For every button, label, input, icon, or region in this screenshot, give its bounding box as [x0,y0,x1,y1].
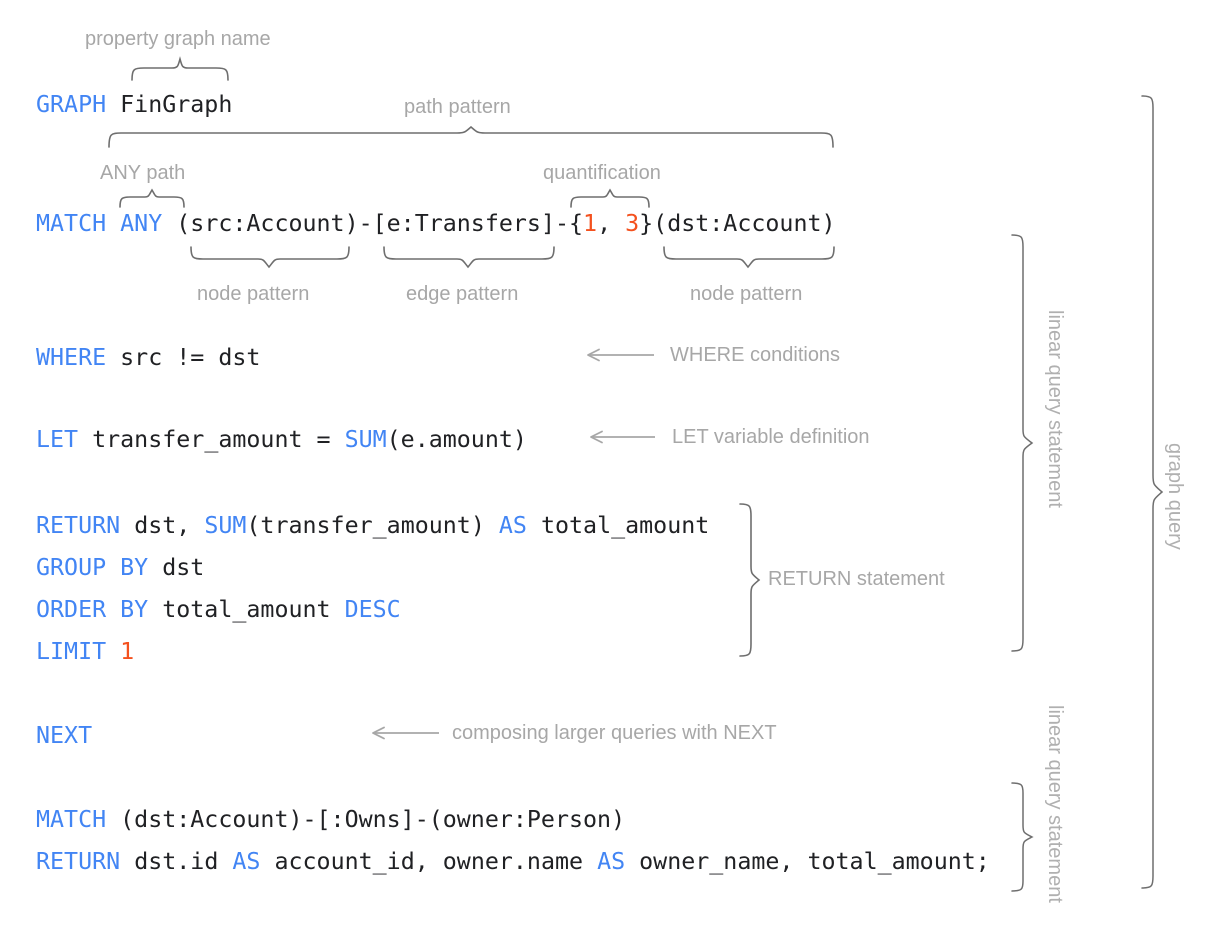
label-edge-pattern: edge pattern [406,283,519,305]
label-let-variable-definition: LET variable definition [672,426,870,448]
code-keyword: SUM [344,426,387,453]
label-linear-query-statement-2: linear query statement [1044,705,1066,903]
code-text: dst, [134,512,205,539]
code-keyword: RETURN [36,512,135,539]
code-keyword: DESC [344,596,401,623]
code-line-next-line: NEXT [36,721,92,751]
code-text: FinGraph [120,91,233,118]
label-composing-next: composing larger queries with NEXT [452,722,777,744]
code-line-return-line: RETURN dst, SUM(transfer_amount) AS tota… [36,511,709,541]
brace-linear-query-statement-1 [1010,234,1034,652]
code-text: }(dst:Account) [639,210,836,237]
arrow-left-let-icon [588,430,656,444]
code-keyword: GRAPH [36,91,121,118]
label-where-conditions: WHERE conditions [670,344,841,366]
code-keyword: NEXT [36,722,93,749]
code-text: owner_name, total_amount; [625,848,990,875]
arrow-left-next-icon [370,726,440,740]
code-keyword: LIMIT [36,638,121,665]
brace-path-pattern [108,125,834,148]
code-keyword: ORDER BY [36,596,163,623]
code-keyword: AS [232,848,261,875]
code-keyword: WHERE [36,344,121,371]
code-line-match2-line: MATCH (dst:Account)-[:Owns]-(owner:Perso… [36,805,625,835]
brace-property-graph-name [130,56,230,81]
label-path-pattern: path pattern [404,96,511,118]
code-line-limit-line: LIMIT 1 [36,637,134,667]
brace-quantification [570,188,650,208]
code-line-graph-line: GRAPH FinGraph [36,90,232,120]
code-text: dst [162,554,205,581]
code-keyword: MATCH [36,806,121,833]
code-text: total_amount [162,596,345,623]
code-number: 1 [583,210,598,237]
code-line-where-line: WHERE src != dst [36,343,260,373]
code-text: , [597,210,626,237]
label-node-pattern-2: node pattern [690,283,803,305]
code-line-orderby-line: ORDER BY total_amount DESC [36,595,401,625]
code-text: total_amount [526,512,710,539]
code-text: dst.id [134,848,233,875]
code-keyword: LET [36,426,93,453]
label-property-graph-name: property graph name [85,28,271,50]
code-line-groupby-line: GROUP BY dst [36,553,204,583]
brace-linear-query-statement-2 [1010,782,1034,892]
arrow-left-where-icon [585,348,655,362]
code-text: (e.amount) [386,426,527,453]
code-number: 3 [625,210,640,237]
code-keyword: GROUP BY [36,554,163,581]
brace-node-pattern-2 [663,246,835,269]
brace-return-statement [738,503,761,658]
brace-edge-pattern [383,246,555,269]
label-return-statement: RETURN statement [768,568,945,590]
label-linear-query-statement-1: linear query statement [1044,310,1066,508]
label-node-pattern-1: node pattern [197,283,310,305]
label-graph-query: graph query [1164,443,1186,550]
code-keyword: AS [498,512,527,539]
code-text: transfer_amount = [92,426,345,453]
code-keyword: SUM [204,512,247,539]
code-text: (transfer_amount) [246,512,499,539]
code-text: account_id, owner.name [260,848,598,875]
code-text: (src:Account)-[e:Transfers]-{ [176,210,584,237]
code-line-let-line: LET transfer_amount = SUM(e.amount) [36,425,527,455]
label-quantification: quantification [543,162,661,184]
code-text: src != dst [120,344,261,371]
code-keyword: AS [597,848,626,875]
label-any-path: ANY path [100,162,186,184]
code-line-match-line: MATCH ANY (src:Account)-[e:Transfers]-{1… [36,209,836,239]
brace-graph-query [1140,95,1164,890]
brace-any-path [119,188,185,208]
code-keyword: MATCH ANY [36,210,177,237]
code-number: 1 [120,638,135,665]
code-keyword: RETURN [36,848,135,875]
code-text: (dst:Account)-[:Owns]-(owner:Person) [120,806,626,833]
brace-node-pattern-1 [190,246,350,269]
code-line-return2-line: RETURN dst.id AS account_id, owner.name … [36,847,990,877]
